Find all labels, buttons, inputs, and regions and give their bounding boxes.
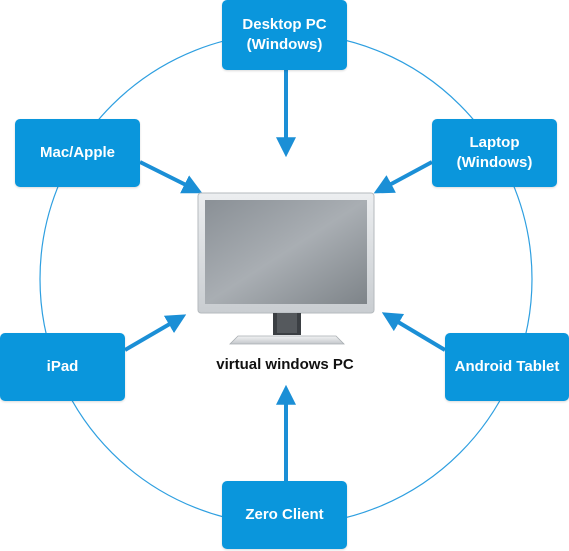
node-desktop-pc: Desktop PC (Windows) — [222, 0, 347, 70]
center-label: virtual windows PC — [216, 356, 354, 373]
node-desktop-label-line2: (Windows) — [246, 36, 323, 53]
node-android-tablet: Android Tablet — [445, 333, 569, 401]
arrow-ipad — [123, 314, 187, 352]
node-mac-label: Mac/Apple — [39, 144, 115, 161]
arrow-android — [381, 312, 447, 352]
node-laptop-label-line2: (Windows) — [456, 154, 533, 171]
node-ipad: iPad — [0, 333, 125, 401]
node-zero-label: Zero Client — [245, 506, 324, 523]
node-laptop-label-line1: Laptop — [469, 134, 520, 151]
arrow-mac — [139, 160, 203, 194]
arrow-laptop — [373, 160, 433, 194]
node-desktop-label-line1: Desktop PC — [242, 16, 327, 33]
node-laptop: Laptop (Windows) — [432, 119, 557, 187]
node-mac-apple: Mac/Apple — [15, 119, 140, 187]
node-zero-client: Zero Client — [222, 481, 347, 549]
monitor-icon — [197, 192, 375, 345]
node-ipad-label: iPad — [46, 358, 79, 375]
node-android-label: Android Tablet — [454, 358, 560, 375]
connection-arrows — [123, 70, 447, 481]
